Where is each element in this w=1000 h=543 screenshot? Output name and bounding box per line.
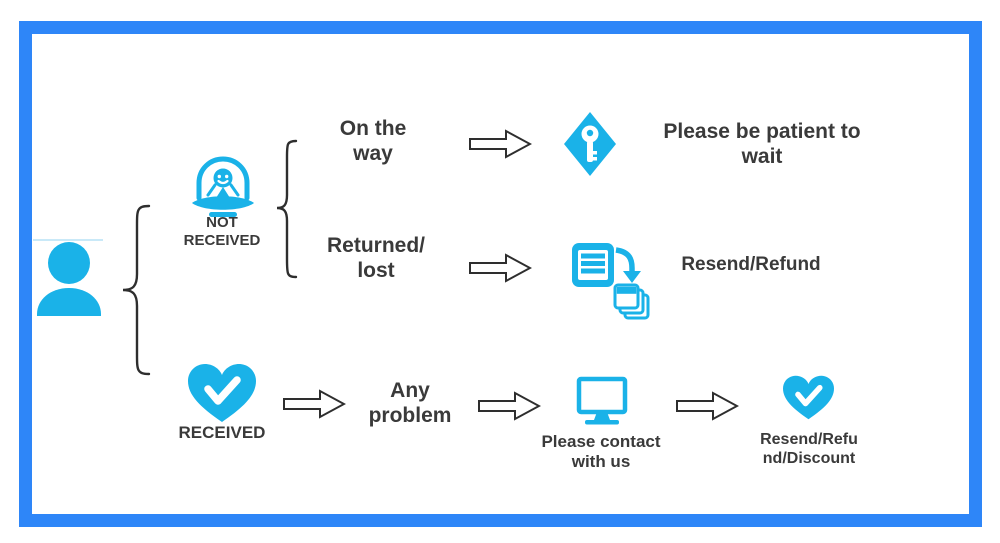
monitor-icon	[576, 376, 628, 425]
not-received-label: NOT RECEIVED	[183, 214, 261, 249]
resend-documents-icon	[572, 243, 650, 320]
heart-check-icon	[783, 375, 834, 420]
on-the-way-label: On the way	[339, 117, 407, 166]
wait-label: Please be patient to wait	[663, 120, 861, 169]
block-arrow-icon	[478, 391, 541, 421]
resend-refund-label: Resend/Refund	[681, 254, 821, 275]
block-arrow-icon	[283, 389, 346, 419]
key-icon	[564, 112, 616, 176]
block-arrow-icon	[676, 391, 739, 421]
contact-label: Please contact with us	[541, 432, 661, 472]
user-icon	[37, 242, 101, 316]
any-problem-label: Any problem	[368, 379, 452, 428]
block-arrow-icon	[469, 253, 532, 283]
received-label: RECEIVED	[178, 423, 266, 442]
brace-customer	[122, 204, 151, 376]
alien-ufo-icon	[192, 156, 254, 217]
brace-not-received	[276, 139, 298, 279]
decorative-line	[33, 239, 103, 241]
block-arrow-icon	[469, 129, 532, 159]
resend-refund-discount-label: Resend/Refu nd/Discount	[760, 431, 858, 468]
returned-lost-label: Returned/ lost	[326, 234, 425, 283]
heart-check-icon	[188, 364, 256, 422]
